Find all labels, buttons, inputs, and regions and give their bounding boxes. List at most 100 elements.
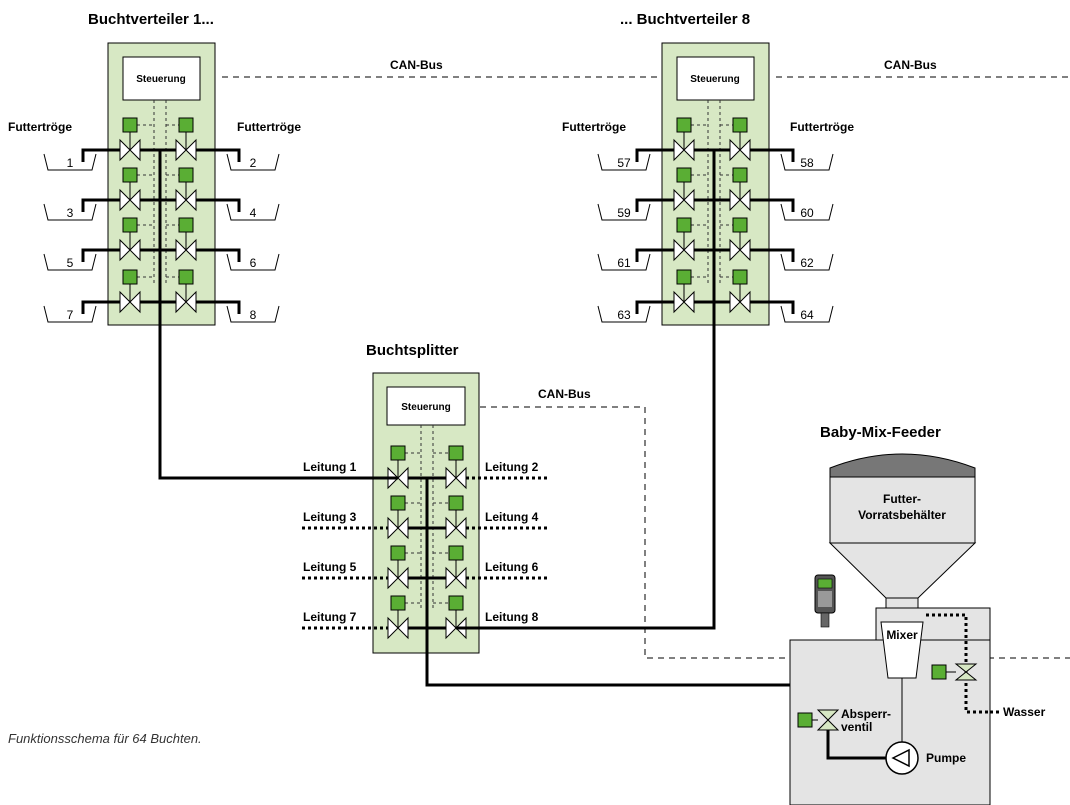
hopper-label-line1: Futter- — [883, 492, 921, 506]
shutoff-label-line2: ventil — [841, 720, 872, 734]
hopper-neck — [885, 597, 919, 609]
dist1-trough-4-number: 4 — [250, 206, 257, 220]
pipe-dist1-to-splitter — [158, 150, 398, 480]
splitter-actuator-l1 — [390, 445, 406, 461]
handheld-terminal-icon — [814, 574, 836, 628]
feeder-title: Baby-Mix-Feeder — [820, 424, 941, 441]
troughs-label-right-8: Futtertröge — [790, 120, 854, 134]
hopper-label-line2: Vorratsbehälter — [858, 508, 946, 522]
distributor-8-title: ... Buchtverteiler 8 — [620, 11, 750, 28]
shutoff-valve-top — [816, 709, 840, 721]
dist8-trough-5-number: 61 — [617, 256, 631, 270]
dist8-outlet-left-3 — [635, 248, 674, 262]
splitter-actuator-r2 — [448, 495, 464, 511]
mixer-vessel — [880, 621, 924, 679]
baby-mix-feeder: Futter- Vorratsbehälter Mixer Wasser Abs… — [789, 453, 1046, 805]
dist8-trough-1 — [597, 153, 651, 171]
dist8-trough-2-number: 58 — [800, 156, 814, 170]
dist8-outlet-left-1 — [635, 148, 674, 162]
dist1-actuator-l4 — [122, 269, 138, 285]
dist1-trough-8-number: 8 — [250, 308, 257, 322]
dist8-trough-5 — [597, 253, 651, 271]
shutoff-label-line1: Absperr- — [841, 707, 891, 721]
dist1-actuator-l1 — [122, 117, 138, 133]
dist8-trough-6 — [780, 253, 834, 271]
splitter-line-label-5: Leitung 5 — [303, 560, 357, 574]
dist8-trough-4 — [780, 203, 834, 221]
dist8-actuator-r3 — [732, 217, 748, 233]
splitter-line-label-3: Leitung 3 — [303, 510, 357, 524]
dist8-trough-7 — [597, 305, 651, 323]
splitter-line-label-6: Leitung 6 — [485, 560, 539, 574]
splitter-control-label: Steuerung — [401, 402, 450, 413]
dist1-actuator-r3 — [178, 217, 194, 233]
splitter-actuator-r4 — [448, 595, 464, 611]
dist8-outlet-right-4 — [750, 300, 795, 314]
can-bus-label-1: CAN-Bus — [390, 58, 443, 72]
can-bus-label-3: CAN-Bus — [538, 387, 591, 401]
dist8-actuator-l2 — [676, 167, 692, 183]
shutoff-valve-actuator — [797, 712, 813, 728]
dist1-trough-2-number: 2 — [250, 156, 257, 170]
troughs-label-right-1: Futtertröge — [237, 120, 301, 134]
dist1-outlet-left-1 — [81, 148, 120, 162]
dist8-actuator-l3 — [676, 217, 692, 233]
splitter-actuator-l4 — [390, 595, 406, 611]
dist8-control-label: Steuerung — [690, 74, 739, 85]
dist1-outlet-left-3 — [81, 248, 120, 262]
dist8-control-box — [676, 56, 755, 101]
dist8-actuator-r1 — [732, 117, 748, 133]
hopper-funnel — [828, 542, 977, 599]
dist8-trough-8 — [780, 305, 834, 323]
dist1-actuator-l3 — [122, 217, 138, 233]
dist1-trough-4 — [226, 203, 280, 221]
pump-label: Pumpe — [926, 751, 966, 765]
water-label: Wasser — [1003, 705, 1046, 719]
dist1-outlet-right-3 — [196, 248, 241, 262]
dist1-trough-7-number: 7 — [67, 308, 74, 322]
dist1-trough-1-number: 1 — [67, 156, 74, 170]
dist1-trough-5 — [43, 253, 97, 271]
splitter-line-label-8: Leitung 8 — [485, 610, 539, 624]
dist1-outlet-left-2 — [81, 198, 120, 212]
splitter-actuator-r1 — [448, 445, 464, 461]
dist1-actuator-r4 — [178, 269, 194, 285]
dist8-outlet-right-3 — [750, 248, 795, 262]
dist1-outlet-left-4 — [81, 300, 120, 314]
dist1-control-label: Steuerung — [136, 74, 185, 85]
dist8-trough-6-number: 62 — [800, 256, 814, 270]
pipe-valve-to-pump — [826, 730, 886, 760]
dist1-actuator-l2 — [122, 167, 138, 183]
dist8-outlet-right-1 — [750, 148, 795, 162]
dist8-outlet-left-2 — [635, 198, 674, 212]
dist8-trough-2 — [780, 153, 834, 171]
dist1-outlet-right-2 — [196, 198, 241, 212]
splitter-actuator-l3 — [390, 545, 406, 561]
dist8-trough-3-number: 59 — [617, 206, 631, 220]
dist8-actuator-l4 — [676, 269, 692, 285]
dist1-trough-3-number: 3 — [67, 206, 74, 220]
dist1-trough-2 — [226, 153, 280, 171]
dist8-trough-3 — [597, 203, 651, 221]
dist8-trough-4-number: 60 — [800, 206, 814, 220]
distributor-1-title: Buchtverteiler 1... — [88, 11, 214, 28]
hopper-bin — [829, 476, 976, 544]
splitter-line-label-7: Leitung 7 — [303, 610, 357, 624]
dist1-trough-3 — [43, 203, 97, 221]
dist8-actuator-l1 — [676, 117, 692, 133]
splitter-actuator-r3 — [448, 545, 464, 561]
dist1-control-box — [122, 56, 201, 101]
water-valve-actuator — [931, 664, 947, 680]
troughs-label-left-1: Futtertröge — [8, 120, 72, 134]
hopper-lid — [829, 453, 976, 478]
pipe-dist8-to-splitter — [456, 150, 716, 630]
water-valve-top — [954, 663, 978, 673]
splitter-line-label-2: Leitung 2 — [485, 460, 539, 474]
can-bus-label-2: CAN-Bus — [884, 58, 937, 72]
water-valve-bottom — [954, 671, 978, 681]
dist1-trough-8 — [226, 305, 280, 323]
dist8-actuator-r2 — [732, 167, 748, 183]
splitter-line-label-4: Leitung 4 — [485, 510, 539, 524]
